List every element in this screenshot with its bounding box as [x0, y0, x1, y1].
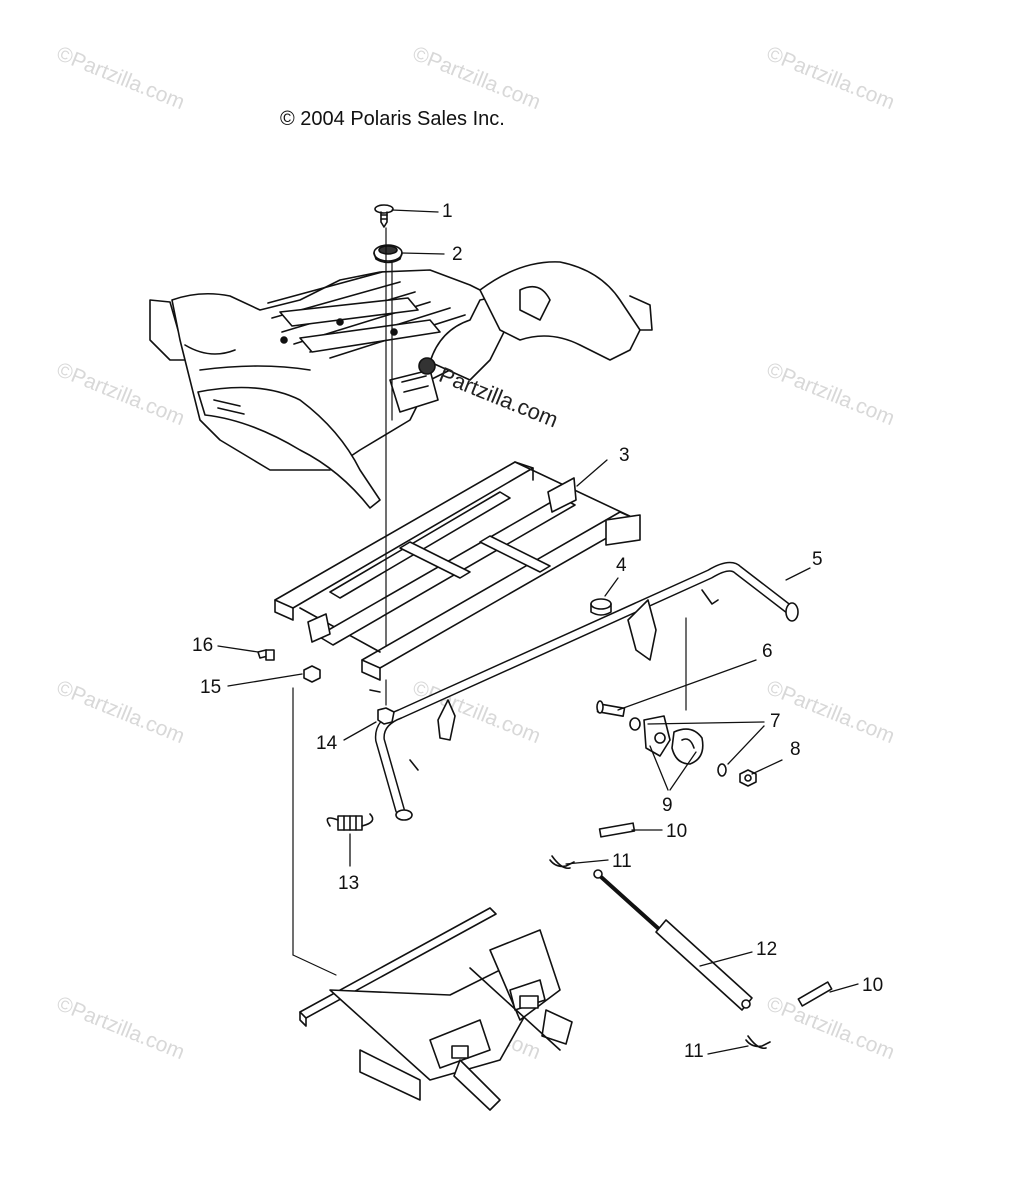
part-6-bolt — [596, 700, 626, 717]
part-10-pin-upper — [598, 822, 636, 838]
part-2-nut — [373, 244, 403, 264]
callout-4: 4 — [616, 555, 627, 576]
callout-8: 8 — [790, 739, 801, 760]
callout-1: 1 — [442, 201, 453, 222]
part-13-spring — [326, 813, 374, 831]
callout-13: 13 — [338, 873, 360, 894]
part-7-9-brackets — [629, 715, 727, 777]
part-8-nut — [739, 769, 757, 787]
part-16-bolt — [257, 649, 275, 661]
callout-11: 11 — [684, 1041, 704, 1062]
callout-11: 11 — [612, 851, 632, 872]
callout-10: 10 — [862, 975, 884, 996]
part-11-clip-upper — [549, 855, 575, 870]
chassis-bracket — [299, 907, 573, 1111]
callout-3: 3 — [619, 445, 630, 466]
copyright-notice: © 2004 Polaris Sales Inc. — [280, 108, 505, 130]
reference-lines — [292, 227, 687, 976]
part-11-clip-lower — [745, 1035, 771, 1050]
callout-14: 14 — [316, 733, 338, 754]
callout-6: 6 — [762, 641, 773, 662]
part-5-tube-bar — [374, 561, 799, 821]
callout-9: 9 — [662, 795, 673, 816]
callout-16: 16 — [192, 635, 214, 656]
part-12-strut — [593, 869, 753, 1011]
part-15-nut — [303, 665, 321, 683]
part-10-pin-lower — [797, 981, 833, 1007]
rear-body-fender — [149, 261, 653, 509]
part-14-bumper — [377, 707, 395, 725]
part-1-screw — [374, 204, 394, 228]
callout-15: 15 — [200, 677, 222, 698]
callout-2: 2 — [452, 244, 463, 265]
leader-lines — [217, 209, 859, 1055]
callout-10: 10 — [666, 821, 688, 842]
part-4-cap — [590, 598, 612, 616]
callout-12: 12 — [756, 939, 778, 960]
part-3-rack-frame — [274, 461, 641, 693]
callout-7: 7 — [770, 711, 781, 732]
callout-5: 5 — [812, 549, 823, 570]
